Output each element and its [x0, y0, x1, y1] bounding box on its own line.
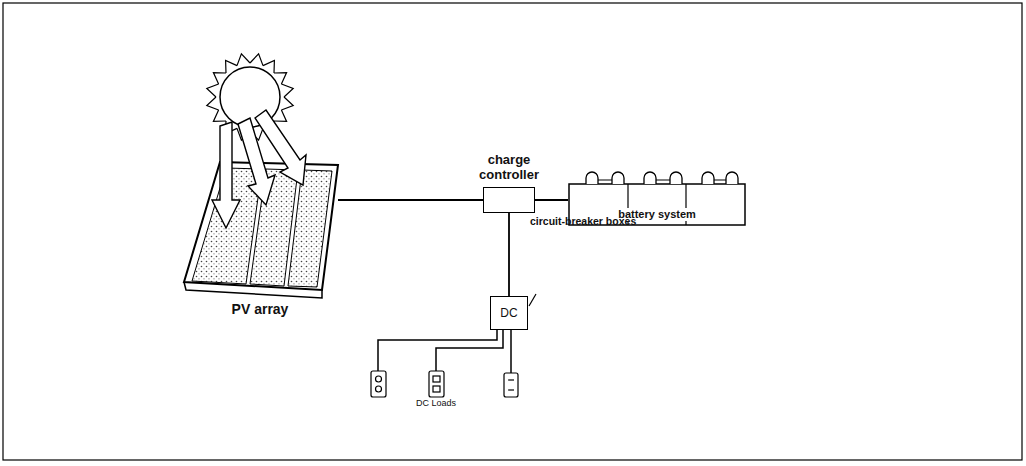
breaker-switch	[529, 294, 536, 306]
sun-ray	[274, 110, 287, 121]
sun-ray	[213, 73, 226, 84]
sun-ray	[274, 73, 287, 84]
sun-ray	[207, 84, 219, 97]
sun-ray	[281, 97, 293, 110]
load-wires	[378, 330, 511, 373]
controller-box	[483, 187, 535, 213]
breaker-caption: circuit-breaker boxes	[530, 215, 636, 227]
array-node: PV array	[182, 155, 338, 317]
wire	[338, 200, 483, 201]
sun-ray	[207, 97, 219, 110]
sun-ray	[250, 54, 263, 66]
frame	[3, 3, 1022, 460]
sun-ray	[237, 54, 250, 66]
breaker-label: DC	[500, 306, 517, 320]
breaker-box: DC	[490, 296, 528, 330]
sun-ray	[226, 60, 237, 73]
controller-node: charge controller	[470, 152, 548, 213]
wire	[535, 200, 568, 201]
array-label: PV array	[232, 301, 289, 317]
sun-ray	[213, 110, 226, 121]
sun-ray-arrows	[212, 110, 306, 228]
dc-outlets	[371, 371, 518, 397]
loads-caption: DC Loads	[416, 398, 456, 408]
controller-label: charge controller	[470, 152, 548, 182]
sun-ray	[281, 84, 293, 97]
sun-ray	[263, 60, 274, 73]
wire	[509, 213, 510, 296]
